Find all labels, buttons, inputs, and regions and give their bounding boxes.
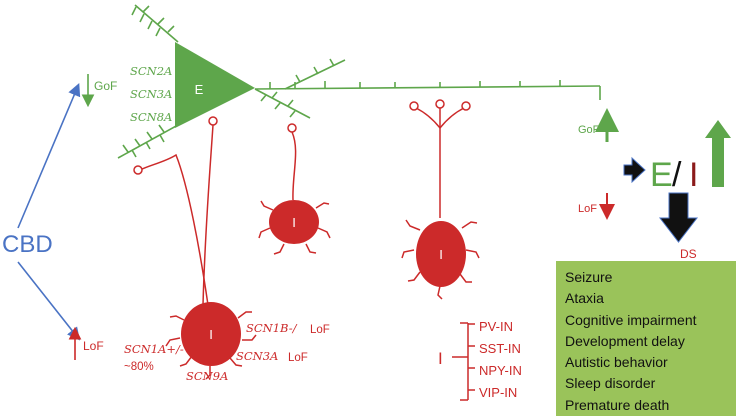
gene-scn8a: SCN8A xyxy=(130,110,172,124)
e-gof-label: GoF xyxy=(94,79,117,93)
legend-bracket xyxy=(452,322,475,401)
symptom-autistic: Autistic behavior xyxy=(565,354,668,371)
balance-gof-label: GoF xyxy=(578,124,600,136)
gene-scn1a: SCN1A+/- xyxy=(124,342,184,356)
symptom-cognitive: Cognitive impairment xyxy=(565,311,697,328)
excitatory-neuron xyxy=(117,4,601,159)
inhibitory-small-label: I xyxy=(292,215,296,230)
inhibitory-neuron-tall: I xyxy=(401,219,480,300)
cbd-arrow-down xyxy=(17,261,80,341)
balance-i-letter: I xyxy=(689,156,698,194)
symptom-development: Development delay xyxy=(565,332,685,349)
gene-scn3a-i: SCN3A xyxy=(236,349,278,363)
outcome-ds: DS xyxy=(680,247,697,261)
interneuron-npy: NPY-IN xyxy=(479,363,522,378)
inhibitory-axons xyxy=(133,99,471,306)
symptom-seizure: Seizure xyxy=(565,269,613,285)
i-lof-label: LoF xyxy=(83,339,104,353)
inhibitory-neuron-main: I xyxy=(165,302,257,380)
gene-scn1b-effect: LoF xyxy=(310,324,330,336)
balance-slash: / xyxy=(672,156,682,194)
cbd-label: CBD xyxy=(2,231,53,258)
inhibitory-main-label: I xyxy=(209,327,213,342)
gene-scn3a-i-effect: LoF xyxy=(288,352,308,364)
symptom-death: Premature death xyxy=(565,396,670,413)
big-green-up-arrow-icon xyxy=(705,120,731,187)
inhibitory-neuron-small: I xyxy=(258,200,331,255)
symptom-box: Seizure Ataxia Cognitive impairment Deve… xyxy=(556,261,736,416)
excitatory-soma xyxy=(175,42,255,128)
legend-i-label: I xyxy=(438,349,443,368)
balance-e-letter: E xyxy=(650,156,673,194)
excitatory-label: E xyxy=(195,82,204,97)
interneuron-pv: PV-IN xyxy=(479,319,513,334)
pointer-arrow-icon xyxy=(623,156,646,184)
cbd-arrow-up xyxy=(17,83,81,229)
scn1a-percent: ~80% xyxy=(124,361,154,373)
gene-scn9a: SCN9A xyxy=(186,369,228,383)
gene-scn1b: SCN1B-/ xyxy=(246,321,298,335)
interneuron-vip: VIP-IN xyxy=(479,385,517,400)
gene-scn2a: SCN2A xyxy=(130,64,172,78)
gene-scn3a: SCN3A xyxy=(130,87,172,101)
symptom-sleep: Sleep disorder xyxy=(565,375,656,392)
inhibitory-tall-label: I xyxy=(439,247,443,262)
interneuron-sst: SST-IN xyxy=(479,341,521,356)
symptom-ataxia: Ataxia xyxy=(565,290,604,307)
big-down-arrow-icon xyxy=(658,192,699,243)
balance-lof-label: LoF xyxy=(578,203,597,215)
